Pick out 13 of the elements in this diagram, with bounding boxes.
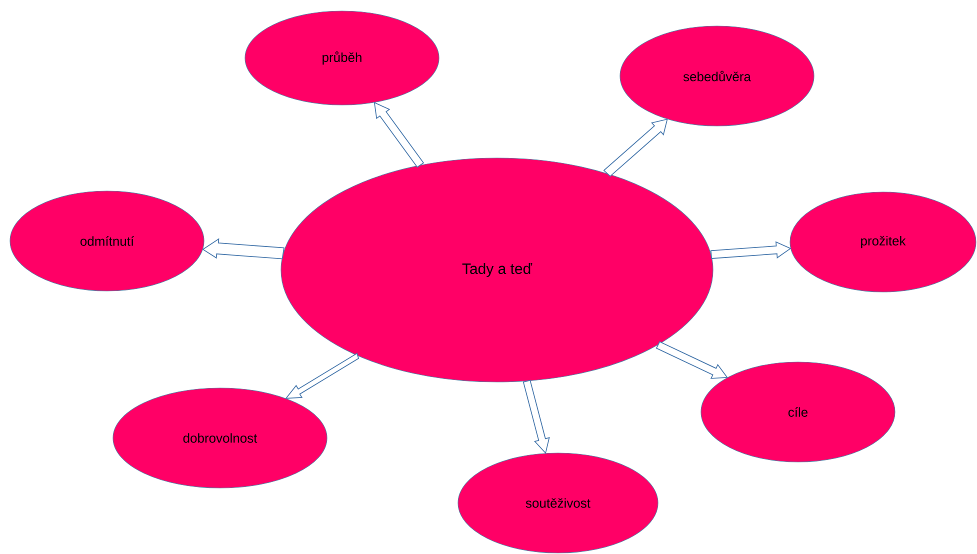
arrow [202, 238, 284, 260]
ellipse-node: odmítnutí [10, 190, 204, 292]
ellipse-node: soutěživost [458, 452, 658, 554]
arrow [603, 118, 668, 177]
arrow [522, 380, 550, 454]
ellipse-node: Tady a teď [280, 158, 714, 382]
ellipse-node: cíle [700, 362, 896, 462]
ellipse-node: prožitek [790, 192, 976, 292]
ellipse-node: dobrovolnost [112, 388, 328, 488]
ellipse-node: sebedůvěra [620, 26, 814, 126]
arrow [656, 341, 728, 379]
ellipse-node: průběh [244, 10, 440, 106]
arrow [710, 241, 792, 259]
